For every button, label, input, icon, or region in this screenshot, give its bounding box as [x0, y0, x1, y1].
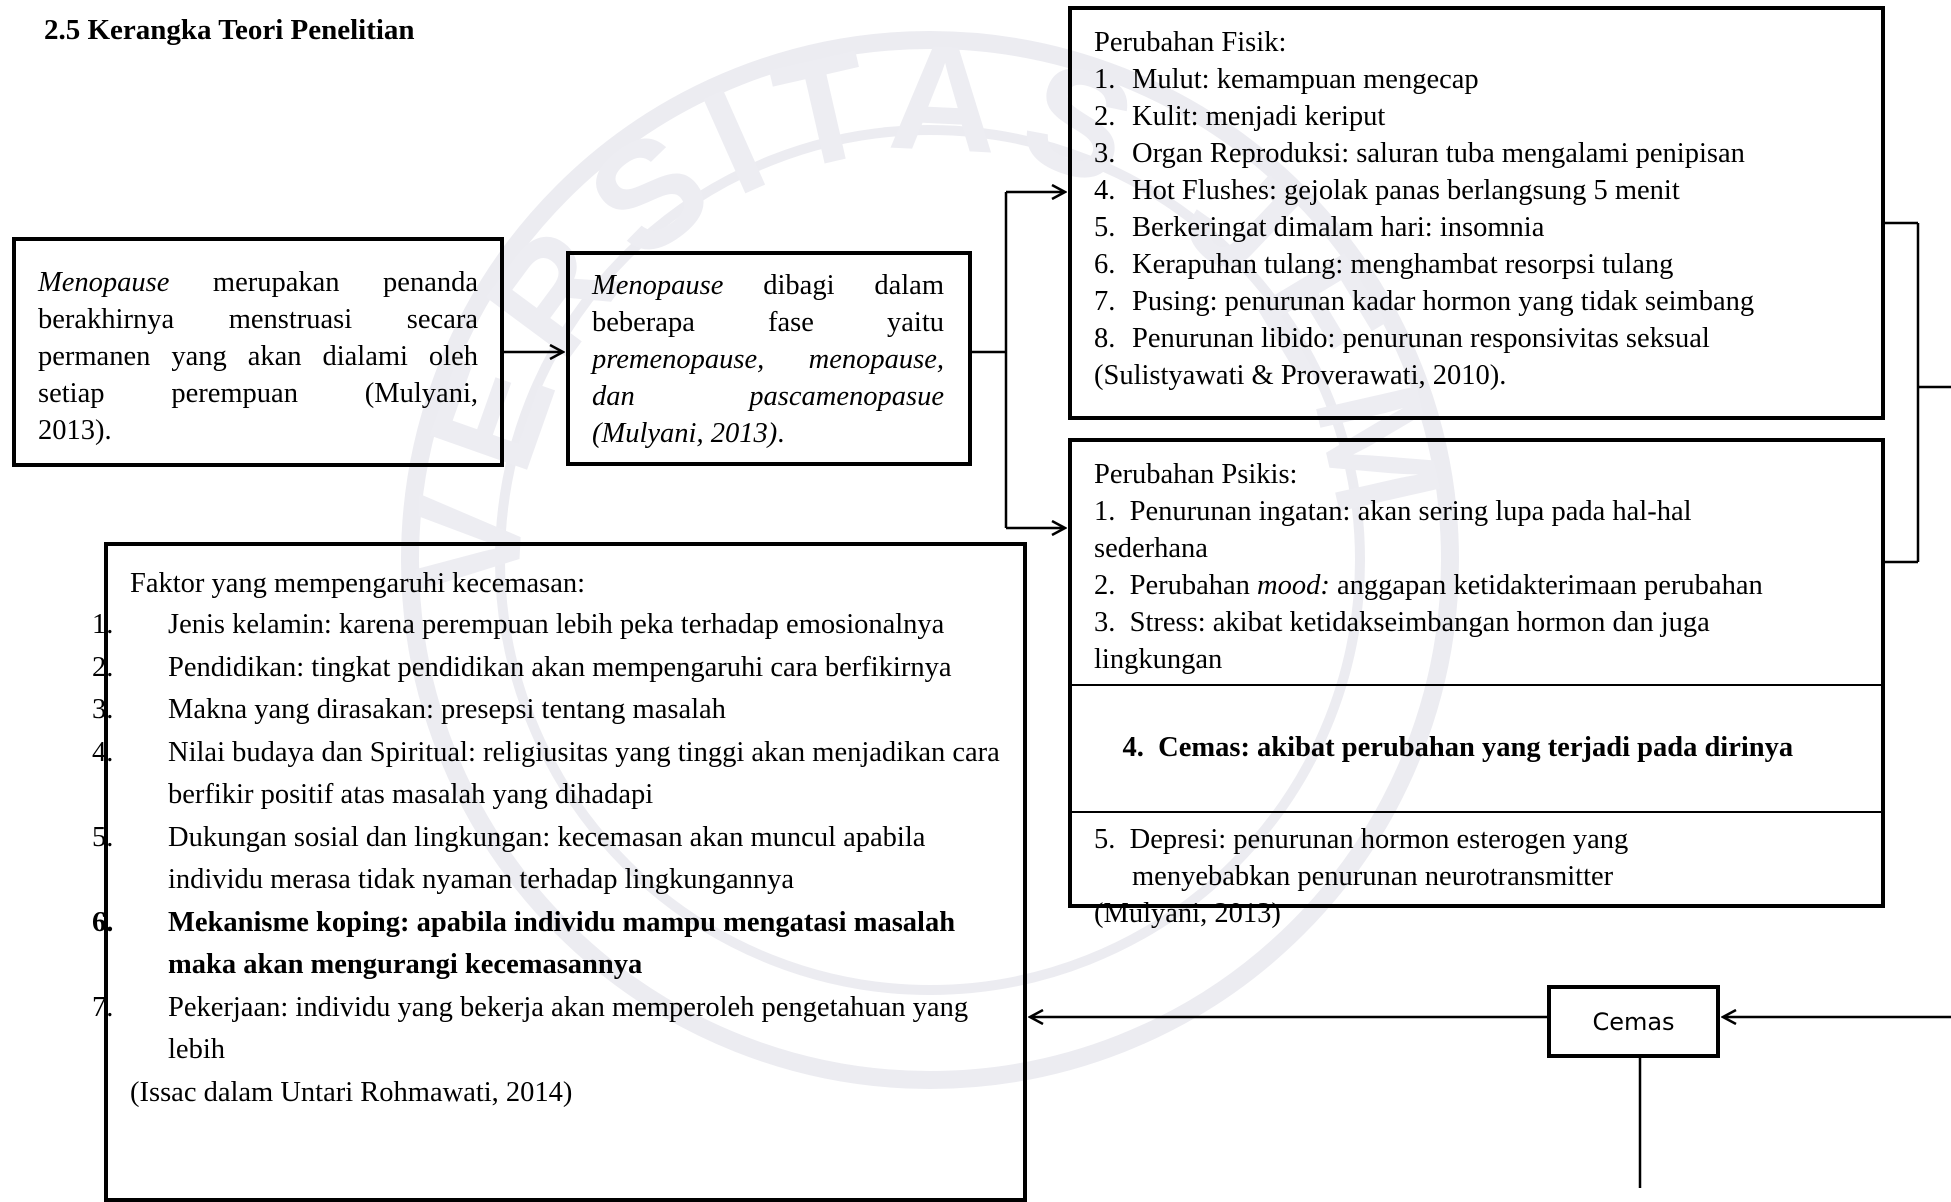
- anxiety-factors-source: (Issac dalam Untari Rohmawati, 2014): [130, 1076, 573, 1108]
- list-item: 5.Berkeringat dimalam hari: insomnia: [1094, 212, 1545, 243]
- list-item: 1.Mulut: kemampuan mengecap: [1094, 64, 1479, 95]
- physical-changes-box: Perubahan Fisik: 1.Mulut: kemampuan meng…: [1068, 6, 1885, 420]
- list-item: 4.Hot Flushes: gejolak panas berlangsung…: [1094, 175, 1680, 206]
- list-item: 5.Dukungan sosial dan lingkungan: kecema…: [92, 821, 926, 896]
- list-item: 4.Nilai budaya dan Spiritual: religiusit…: [92, 736, 1000, 811]
- list-item: 3.Makna yang dirasakan: presepsi tentang…: [92, 694, 726, 725]
- highlight-row: 4. Cemas: akibat perubahan yang terjadi …: [1072, 684, 1881, 813]
- psychological-changes-title: Perubahan Psikis:: [1094, 459, 1298, 490]
- physical-changes-title: Perubahan Fisik:: [1094, 27, 1287, 58]
- list-item: 3.Organ Reproduksi: saluran tuba mengala…: [1094, 138, 1745, 169]
- anxiety-factors-title: Faktor yang mempengaruhi kecemasan:: [130, 568, 586, 599]
- list-item: 8.Penurunan libido: penurunan responsivi…: [1094, 323, 1710, 354]
- psychological-item-anxiety: 4. Cemas: akibat perubahan yang terjadi …: [1122, 732, 1794, 763]
- psychological-changes-box: Perubahan Psikis: 1. Penurunan ingatan: …: [1068, 438, 1885, 929]
- list-item: 1.Jenis kelamin: karena perempuan lebih …: [92, 609, 945, 640]
- phases-box: Menopause dibagi dalam beberapa fase yai…: [566, 251, 972, 466]
- definition-box: Menopause merupakan penanda berakhirnya …: [12, 237, 504, 467]
- anxiety-factors-box: Faktor yang mempengaruhi kecemasan: 1.Je…: [92, 542, 1027, 1202]
- definition-term: Menopause: [38, 267, 170, 298]
- list-item: 7.Pekerjaan: individu yang bekerja akan …: [92, 991, 969, 1066]
- section-heading: 2.5 Kerangka Teori Penelitian: [44, 14, 415, 46]
- list-item: 6.Mekanisme koping: apabila individu mam…: [92, 906, 956, 981]
- list-item: 2.Kulit: menjadi keriput: [1094, 101, 1386, 132]
- list-item: 6.Kerapuhan tulang: menghambat resorpsi …: [1094, 249, 1674, 280]
- list-item: 7.Pusing: penurunan kadar hormon yang ti…: [1094, 286, 1755, 317]
- anxiety-node: Cemas: [1547, 985, 1720, 1058]
- psychological-changes-source: (Mulyani, 2013): [1094, 898, 1281, 929]
- list-item: 2.Pendidikan: tingkat pendidikan akan me…: [92, 651, 952, 683]
- physical-changes-source: (Sulistyawati & Proverawati, 2010).: [1094, 360, 1507, 391]
